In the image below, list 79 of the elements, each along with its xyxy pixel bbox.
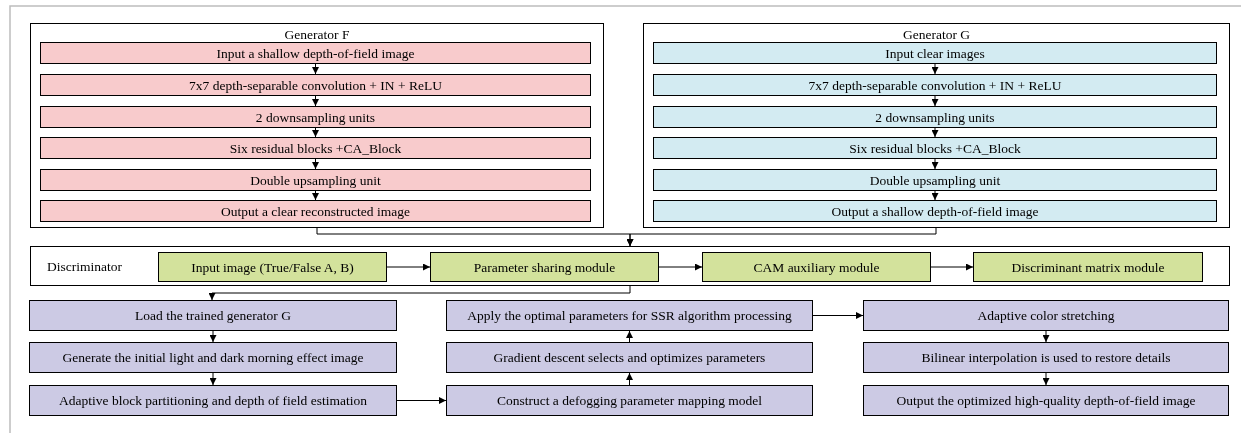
arrow [312, 63, 319, 75]
box-label: Double upsampling unit [868, 172, 1002, 188]
process-box [653, 42, 1217, 64]
process-box [40, 169, 591, 191]
process-box [653, 200, 1217, 222]
arrow [626, 330, 633, 343]
process-box [653, 137, 1217, 159]
box-label: Generate the initial light and dark morning effect image [61, 350, 365, 365]
process-box [40, 42, 591, 64]
arrow [312, 158, 319, 170]
box-label: Output a clear reconstructed image [220, 203, 411, 219]
box-label: 2 downsampling units [874, 109, 996, 125]
process-box [446, 300, 813, 331]
box-label: Six residual blocks +CA_Block [228, 140, 403, 156]
box-label: Output the optimized high-quality depth-of-field image [895, 393, 1197, 408]
arrow [312, 190, 319, 201]
arrow [626, 372, 633, 386]
box-label: Apply the optimal parameters for SSR algorithm processing [466, 308, 793, 323]
group-panel [643, 23, 1230, 228]
box-label: 7x7 depth-separable convolution + IN + ReLU [188, 77, 443, 93]
box-label: Six residual blocks +CA_Block [848, 140, 1022, 156]
process-box [40, 106, 591, 128]
module-box [973, 252, 1203, 282]
arrow [1042, 372, 1050, 386]
arrow [931, 190, 939, 201]
process-box [29, 300, 397, 331]
arrow [312, 95, 319, 107]
group-title: Generator F [283, 27, 351, 42]
box-label: Discriminant matrix module [1010, 259, 1166, 275]
arrow [209, 330, 217, 343]
process-box [653, 169, 1217, 191]
discriminator-panel [30, 246, 1230, 286]
process-box [446, 385, 813, 416]
process-box [446, 342, 813, 373]
arrow [396, 397, 447, 404]
box-label: Output a shallow depth-of-field image [830, 203, 1040, 219]
box-label: Adaptive block partitioning and depth of field estimation [58, 393, 368, 408]
arrow [386, 263, 431, 271]
process-box [40, 137, 591, 159]
arrow [930, 263, 974, 271]
box-label: Bilinear interpolation is used to restore details [920, 350, 1172, 365]
process-box [653, 106, 1217, 128]
process-box [863, 342, 1229, 373]
arrow [812, 312, 864, 319]
box-label: 2 downsampling units [254, 109, 377, 125]
group-title: Discriminator [47, 258, 122, 274]
arrow [208, 285, 631, 301]
arrow [931, 95, 939, 107]
box-label: Double upsampling unit [249, 172, 382, 188]
module-box [430, 252, 659, 282]
process-box [40, 74, 591, 96]
box-label: 7x7 depth-separable convolution + IN + ReLU [807, 77, 1063, 93]
box-label: Gradient descent selects and optimizes parameters [492, 350, 767, 365]
box-label: CAM auxiliary module [752, 259, 881, 275]
box-label: Construct a defogging parameter mapping model [495, 393, 764, 408]
box-label: Input clear images [884, 45, 986, 61]
arrow [658, 263, 703, 271]
process-box [29, 385, 397, 416]
module-box [158, 252, 387, 282]
arrow [1042, 330, 1050, 343]
arrow [931, 127, 939, 138]
box-label: Input image (True/False A, B) [190, 259, 355, 275]
arrow [931, 158, 939, 170]
box-label: Input a shallow depth-of-field image [215, 45, 416, 61]
arrow [931, 63, 939, 75]
process-box [653, 74, 1217, 96]
process-box [863, 385, 1229, 416]
process-box [40, 200, 591, 222]
process-box [29, 342, 397, 373]
box-label: Adaptive color stretching [976, 308, 1116, 323]
box-label: Parameter sharing module [472, 259, 617, 275]
box-label: Load the trained generator G [134, 308, 292, 323]
arrow [312, 127, 319, 138]
group-title: Generator G [901, 27, 972, 42]
arrow [209, 372, 217, 386]
arrow [626, 227, 937, 247]
process-box [863, 300, 1229, 331]
group-panel [30, 23, 604, 228]
module-box [702, 252, 931, 282]
